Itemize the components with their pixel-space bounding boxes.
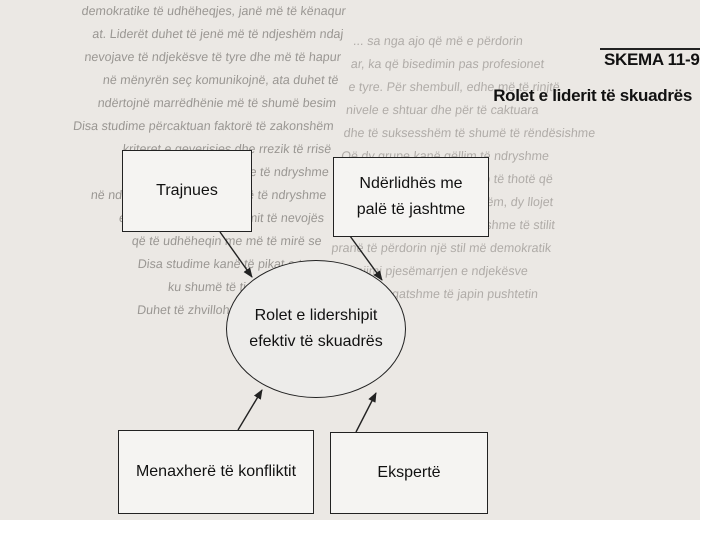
arrow-menaxhere bbox=[237, 389, 263, 431]
arrow-nderlidhes bbox=[349, 235, 383, 281]
node-menaxhere-label: Menaxherë të konfliktit bbox=[135, 463, 297, 480]
node-nderlidhes: Ndërlidhës me palë të jashtme bbox=[333, 157, 489, 237]
arrow-eksperte bbox=[355, 392, 377, 433]
center-ellipse: Rolet e lidershipit efektiv të skuadrës bbox=[226, 260, 406, 398]
node-nderlidhes-line2: palë të jashtme bbox=[356, 201, 466, 218]
arrow-trajnues bbox=[219, 231, 253, 278]
page-margin-bottom bbox=[0, 520, 720, 540]
figure-title: Rolet e liderit të skuadrës bbox=[493, 86, 692, 105]
node-nderlidhes-line1: Ndërlidhës me bbox=[359, 175, 463, 192]
node-trajnues: Trajnues bbox=[122, 150, 252, 232]
node-trajnues-label: Trajnues bbox=[156, 182, 218, 199]
center-line2: efektiv të skuadrës bbox=[249, 333, 383, 350]
header-rule bbox=[600, 48, 716, 50]
page-margin-right bbox=[700, 0, 720, 540]
node-eksperte: Ekspertë bbox=[330, 432, 488, 514]
figure-label: SKEMA 11-9 bbox=[604, 50, 700, 69]
node-eksperte-label: Ekspertë bbox=[377, 464, 441, 481]
center-line1: Rolet e lidershipit bbox=[254, 307, 378, 324]
node-menaxhere: Menaxherë të konfliktit bbox=[118, 430, 314, 514]
